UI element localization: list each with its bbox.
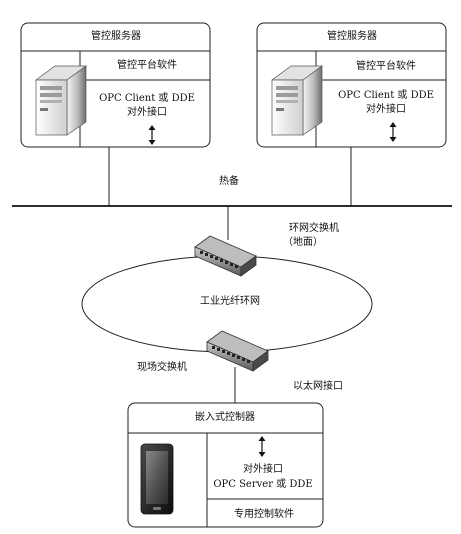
ethernet-port-label: 以太网接口 [293,381,343,392]
field-switch-label: 现场交换机 [137,362,187,373]
server-right-title: 管控服务器 [327,31,377,42]
ring-label: 工业光纤环网 [200,296,260,307]
server-tower-icon [270,65,324,136]
server-right-opc: OPC Client 或 DDE [338,90,434,101]
bidirectional-arrow-icon [148,125,156,145]
server-right-platform: 管控平台软件 [356,61,416,72]
server-tower-icon [34,65,88,136]
ring-switch-icon [194,235,257,277]
server-right-interface: 对外接口 [366,104,406,115]
hot-standby-label: 热备 [219,176,239,187]
server-left-interface: 对外接口 [127,107,167,118]
controller-title: 嵌入式控制器 [195,412,255,423]
controller-software: 专用控制软件 [234,509,294,520]
field-switch-icon [206,330,269,372]
controller-box [127,402,324,528]
bidirectional-arrow-icon [389,122,397,142]
server-left-opc: OPC Client 或 DDE [99,93,195,104]
ring-switch-location: （地面） [283,237,323,248]
server-left-title: 管控服务器 [91,31,141,42]
controller-opc: OPC Server 或 DDE [213,479,313,490]
ring-switch-label: 环网交换机 [289,223,339,234]
server-left-platform: 管控平台软件 [117,60,177,71]
controller-interface: 对外接口 [243,464,283,475]
embedded-device-icon [140,443,174,515]
bidirectional-arrow-icon [258,436,266,457]
